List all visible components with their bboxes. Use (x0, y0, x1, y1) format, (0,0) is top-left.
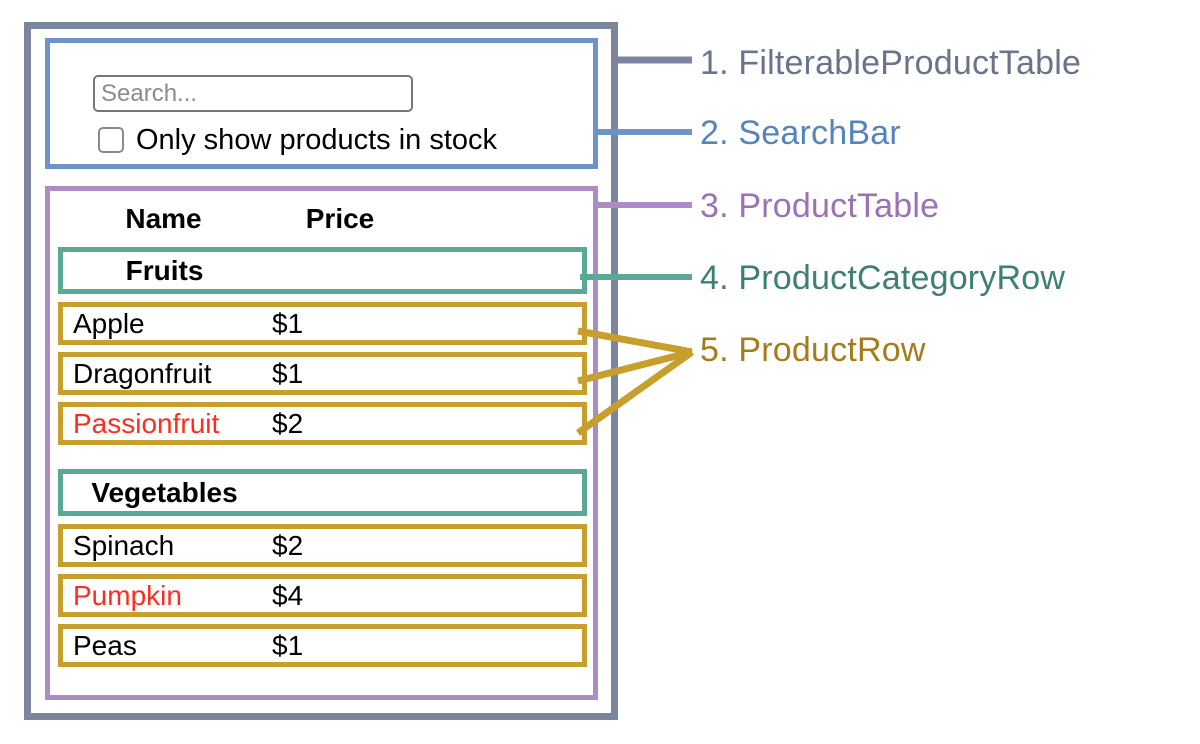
product-price: $1 (272, 357, 304, 389)
product-name: Pumpkin (73, 579, 182, 611)
product-name: Passionfruit (73, 407, 220, 439)
legend-item-search-bar: 2. SearchBar (700, 114, 901, 152)
product-price: $2 (272, 529, 304, 561)
checkbox-icon[interactable] (98, 127, 124, 153)
product-price: $1 (272, 307, 304, 339)
product-name: Dragonfruit (73, 357, 212, 389)
product-name: Spinach (73, 529, 175, 561)
legend-item-product-table: 3. ProductTable (700, 187, 940, 225)
product-category-label: Fruits (125, 254, 204, 286)
product-table-box: Name Price Fruits Apple $1 Dragonfruit $… (45, 186, 598, 700)
product-table-inner: Name Price Fruits Apple $1 Dragonfruit $… (58, 191, 587, 674)
search-bar-box: Search... Only show products in stock (45, 38, 598, 169)
legend-item-product-row: 5. ProductRow (700, 331, 926, 369)
in-stock-checkbox-label: Only show products in stock (136, 124, 498, 156)
product-price: $4 (272, 579, 304, 611)
in-stock-checkbox-row[interactable]: Only show products in stock (98, 125, 497, 155)
column-header-name: Name (125, 203, 202, 234)
product-row: Spinach $2 (58, 524, 587, 567)
product-category-row: Vegetables (58, 469, 587, 516)
product-row: Apple $1 (58, 302, 587, 345)
product-name: Apple (73, 307, 145, 339)
product-row: Dragonfruit $1 (58, 352, 587, 395)
product-price: $1 (272, 629, 304, 661)
legend-item-filterable-product-table: 1. FilterableProductTable (700, 44, 1082, 82)
product-name: Peas (73, 629, 137, 661)
legend-item-product-category-row: 4. ProductCategoryRow (700, 259, 1066, 297)
search-input[interactable]: Search... (93, 75, 413, 112)
product-category-label: Vegetables (91, 476, 238, 508)
product-price: $2 (272, 407, 304, 439)
product-category-row: Fruits (58, 247, 587, 294)
product-row: Pumpkin $4 (58, 574, 587, 617)
product-row: Peas $1 (58, 624, 587, 667)
product-row: Passionfruit $2 (58, 402, 587, 445)
column-header-price: Price (305, 203, 375, 234)
product-table-header: Name Price (58, 191, 587, 247)
section-spacer (58, 452, 587, 469)
